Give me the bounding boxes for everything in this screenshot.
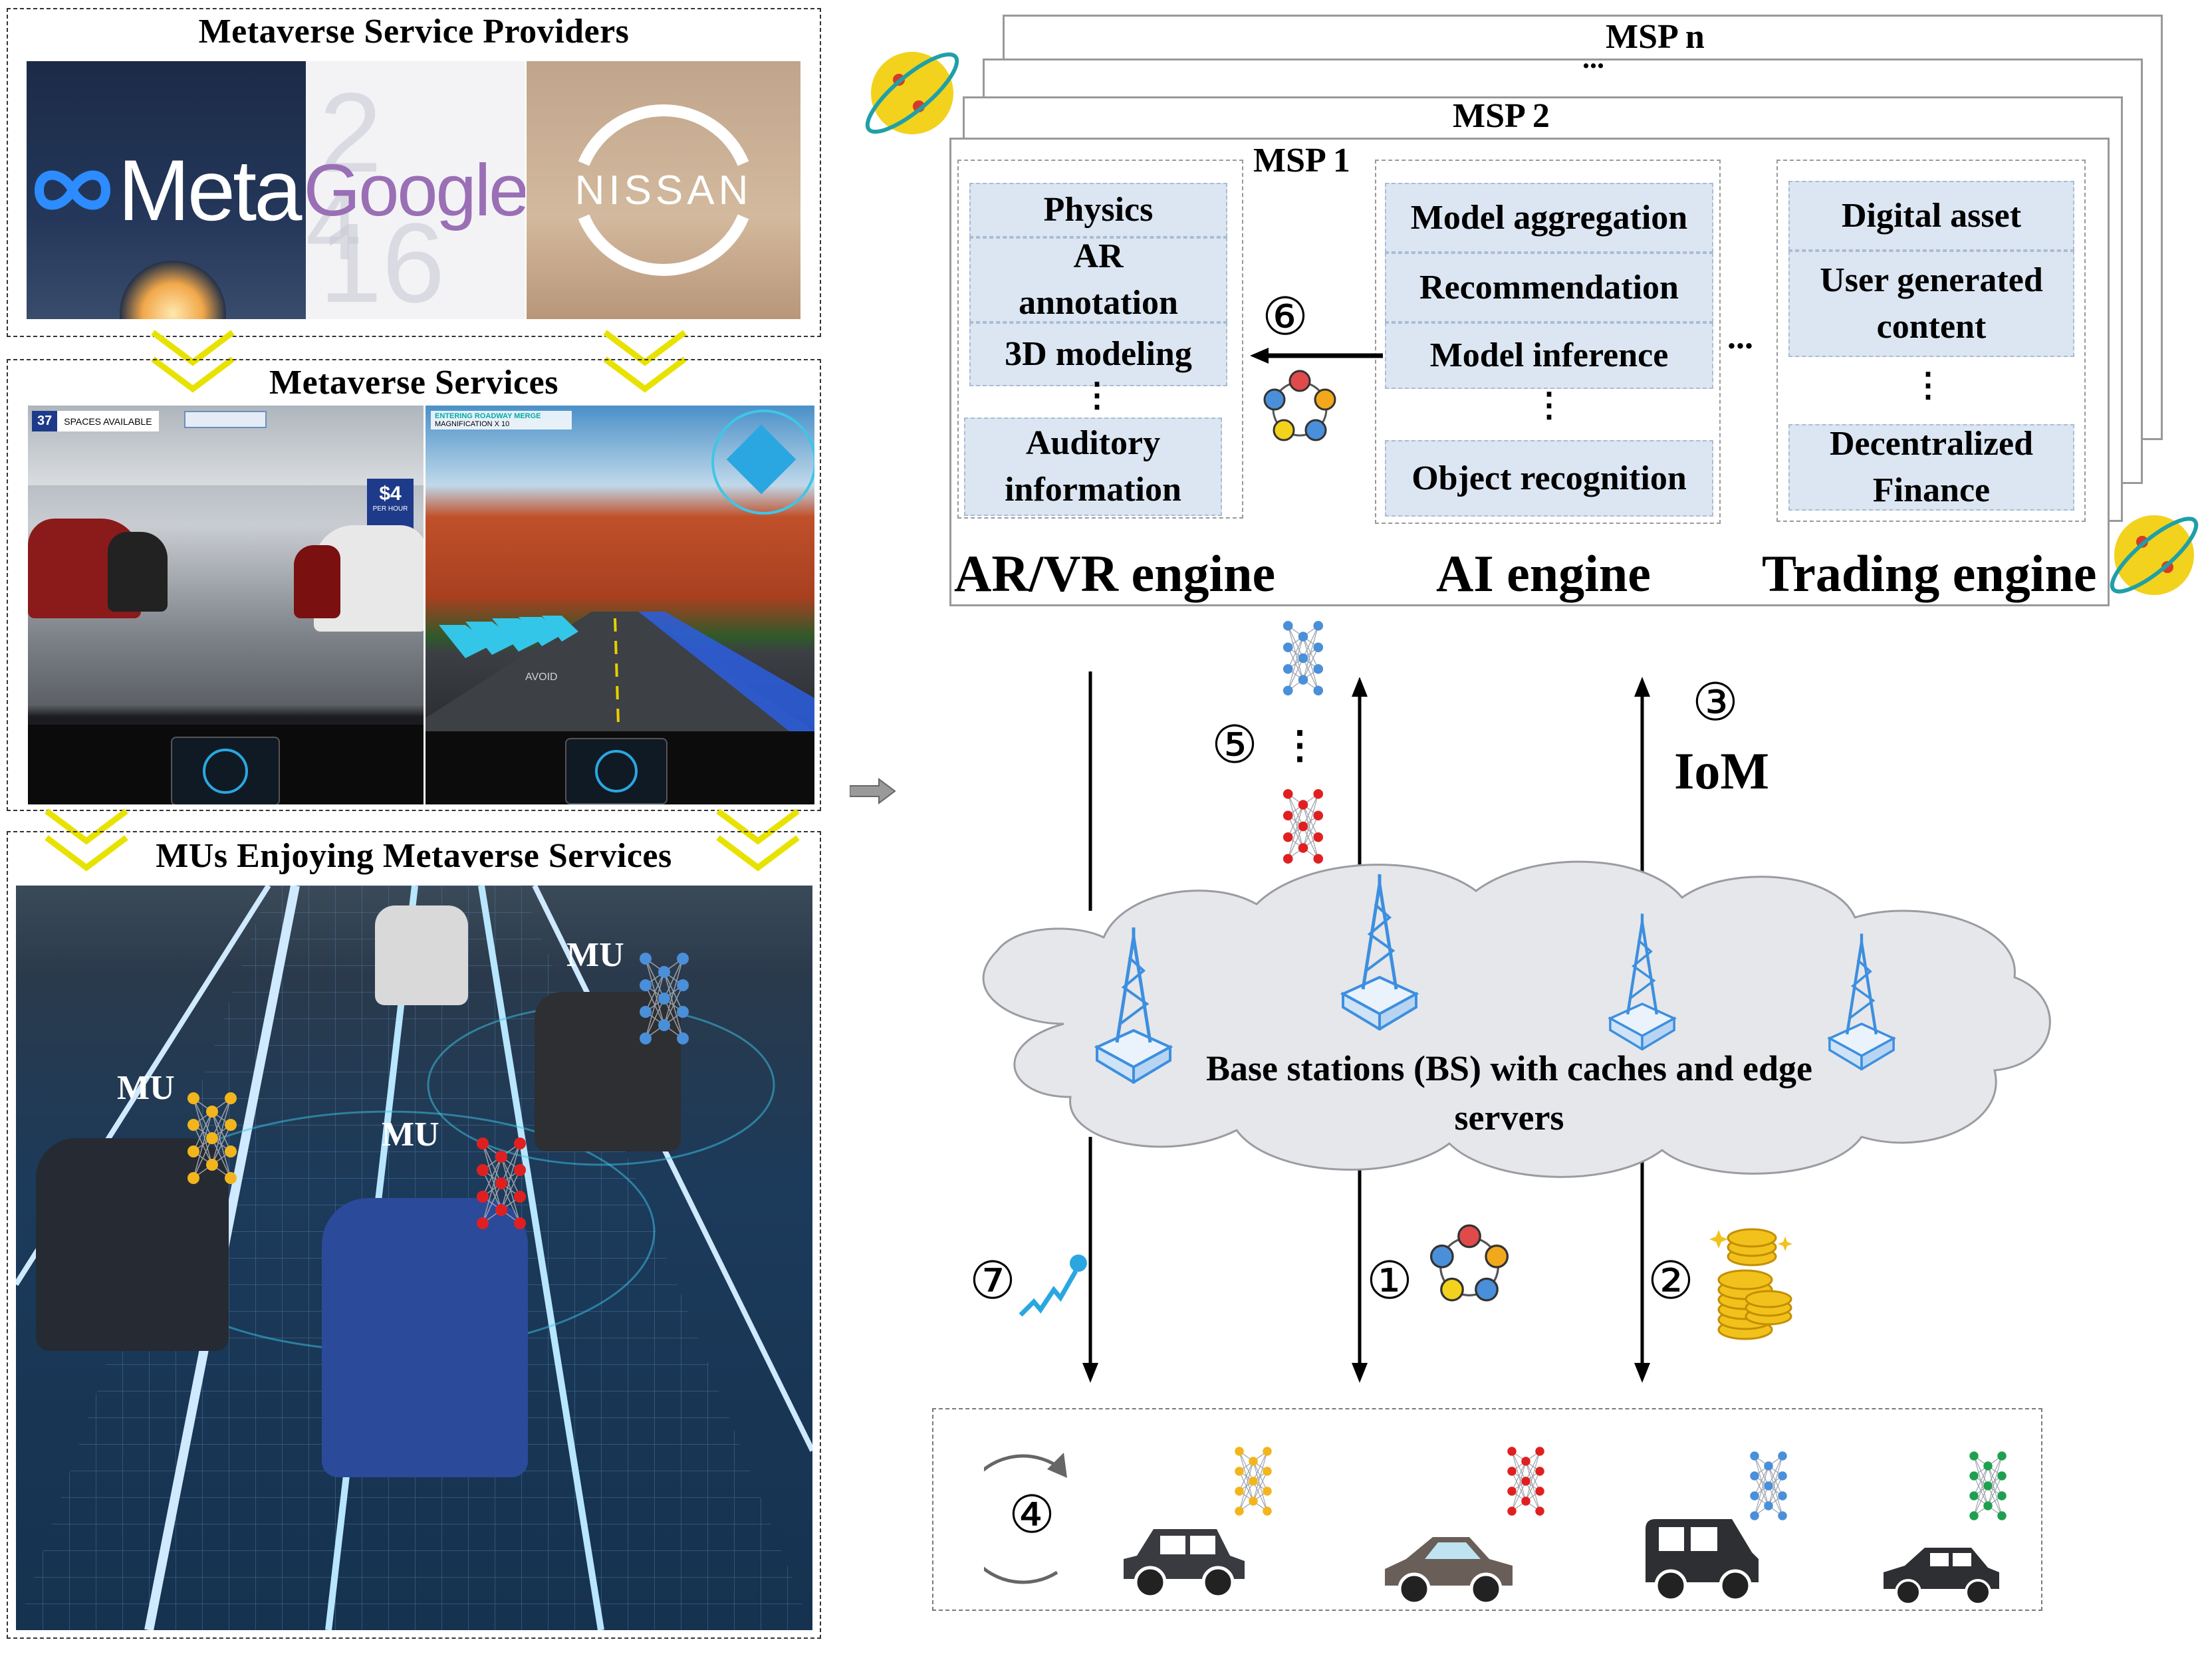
mu-panel: MUs Enjoying Metaverse Services MU MU MU [7, 831, 821, 1639]
msp-ellipsis: ... [1582, 42, 1604, 74]
car [535, 992, 681, 1151]
car [375, 905, 468, 1005]
ai-engine-title: AI engine [1436, 544, 1651, 602]
neural-net-icon [1283, 788, 1324, 864]
edge-cloud [982, 860, 2051, 1178]
step-3-label: ③ [1692, 673, 1739, 731]
neural-net-icon [640, 953, 689, 1044]
chevron-down-icon [716, 808, 800, 872]
step-5-label: ⑤ [1211, 716, 1258, 774]
ai-item-object-recognition: Object recognition [1385, 440, 1713, 517]
providers-panel: Metaverse Service Providers Meta 2 16 4 … [7, 8, 821, 337]
neural-net-icon [1969, 1451, 2007, 1520]
cloud-caption: Base stations (BS) with caches and edge … [1205, 1048, 1813, 1138]
signal-icon [1019, 1255, 1087, 1317]
chevron-down-icon [45, 808, 128, 872]
price-badge: $4 PER HOUR [367, 479, 414, 532]
trading-item-ugc: User generated content [1788, 251, 2074, 357]
msp-2-label: MSP 2 [1453, 97, 1550, 135]
car [322, 1198, 528, 1477]
arvr-item-physics: Physics [969, 183, 1227, 237]
car-icon [1385, 1537, 1513, 1606]
meta-logo-text: Meta [118, 142, 302, 239]
services-panel: Metaverse Services 37 SPACES AVAILABLE $… [7, 359, 821, 811]
ai-item-aggregation: Model aggregation [1385, 183, 1713, 253]
trading-item-digital-asset: Digital asset [1788, 181, 2074, 251]
neural-net-icon [187, 1092, 237, 1184]
tower-icon [1826, 933, 1897, 1070]
driving-scene: MU MU MU [16, 886, 812, 1630]
google-logo-text: Google [306, 149, 525, 231]
merge-banner: ENTERING ROADWAY MERGE MAGNIFICATION X 1… [431, 411, 572, 429]
iom-label: IoM [1674, 742, 1769, 800]
google-logo: 2 16 4 Google [306, 61, 525, 319]
ai-engine-box [1375, 160, 1721, 524]
step-1-label: ① [1366, 1252, 1413, 1310]
arvr-engine-title: AR/VR engine [954, 544, 1276, 602]
arvr-engine-box [957, 160, 1243, 519]
car-icon [1646, 1519, 1759, 1602]
msp-1-label: MSP 1 [1253, 142, 1350, 180]
model-cycle-icon [1263, 370, 1336, 441]
refresh-icon [984, 1453, 1067, 1584]
flow-arrows [1082, 671, 1650, 1383]
coins-icon [1709, 1228, 1792, 1340]
mu-label: MU [117, 1069, 175, 1107]
chevron-down-icon [151, 330, 235, 393]
planet-icon [2110, 515, 2199, 595]
tower-icon [1340, 874, 1419, 1030]
vehicles-box [932, 1408, 2042, 1611]
nissan-logo: NISSAN [527, 61, 800, 319]
hud-display [565, 738, 668, 804]
arvr-item-3d-modeling: 3D modeling [969, 322, 1227, 386]
nissan-logo-text: NISSAN [574, 167, 753, 213]
trading-dots: ⋮ [1911, 366, 1945, 404]
engines-ellipsis: ... [1727, 318, 1753, 356]
ai-dots: ⋮ [1532, 386, 1566, 423]
hud-display [171, 737, 280, 804]
step-6-label: ⑥ [1262, 288, 1308, 346]
arvr-item-ar-annotation: AR annotation [969, 237, 1227, 322]
arrow-left-icon [1250, 348, 1383, 364]
ai-item-recommendation: Recommendation [1385, 253, 1713, 322]
model-cycle-icon [1429, 1224, 1509, 1302]
spaces-badge: 37 SPACES AVAILABLE [32, 411, 159, 431]
meta-infinity-icon [35, 170, 111, 210]
neural-net-icon [1283, 620, 1324, 696]
chevron-down-icon [603, 330, 687, 393]
car-icon [1124, 1529, 1245, 1599]
trading-engine-title: Trading engine [1762, 544, 2097, 602]
mu-title: MUs Enjoying Metaverse Services [156, 837, 672, 875]
planet-icon [865, 52, 959, 134]
trading-engine-box [1776, 160, 2086, 522]
car-icon [1884, 1548, 1999, 1606]
arvr-dots: ⋮ [1080, 376, 1114, 414]
neural-net-icon [1507, 1447, 1544, 1516]
neural-net-icon [1750, 1451, 1787, 1520]
trading-item-defi: Decentralized Finance [1788, 424, 2074, 511]
tower-icon [1607, 913, 1677, 1050]
mu-label: MU [382, 1116, 439, 1153]
parking-ar-scene: 37 SPACES AVAILABLE $4 PER HOUR [28, 406, 424, 804]
step-7-label: ⑦ [969, 1252, 1016, 1310]
providers-title: Metaverse Service Providers [198, 13, 630, 51]
neural-net-icon [1235, 1447, 1272, 1516]
road-ar-scene: ENTERING ROADWAY MERGE MAGNIFICATION X 1… [426, 406, 814, 804]
step-4-label: ④ [1009, 1486, 1055, 1544]
neural-net-icon [477, 1138, 526, 1229]
services-title: Metaverse Services [269, 364, 558, 402]
step-2-label: ② [1648, 1252, 1694, 1310]
nissan-ring-icon [578, 104, 749, 276]
meta-logo: Meta [27, 61, 306, 319]
tower-icon [1094, 927, 1173, 1084]
msp-n-label: MSP n [1606, 18, 1705, 56]
step-5-dots: ⋮ [1281, 723, 1319, 767]
arrow-right-icon [850, 778, 896, 804]
arvr-item-auditory: Auditory information [964, 418, 1222, 516]
ai-item-inference: Model inference [1385, 322, 1713, 389]
mu-label: MU [566, 936, 624, 974]
